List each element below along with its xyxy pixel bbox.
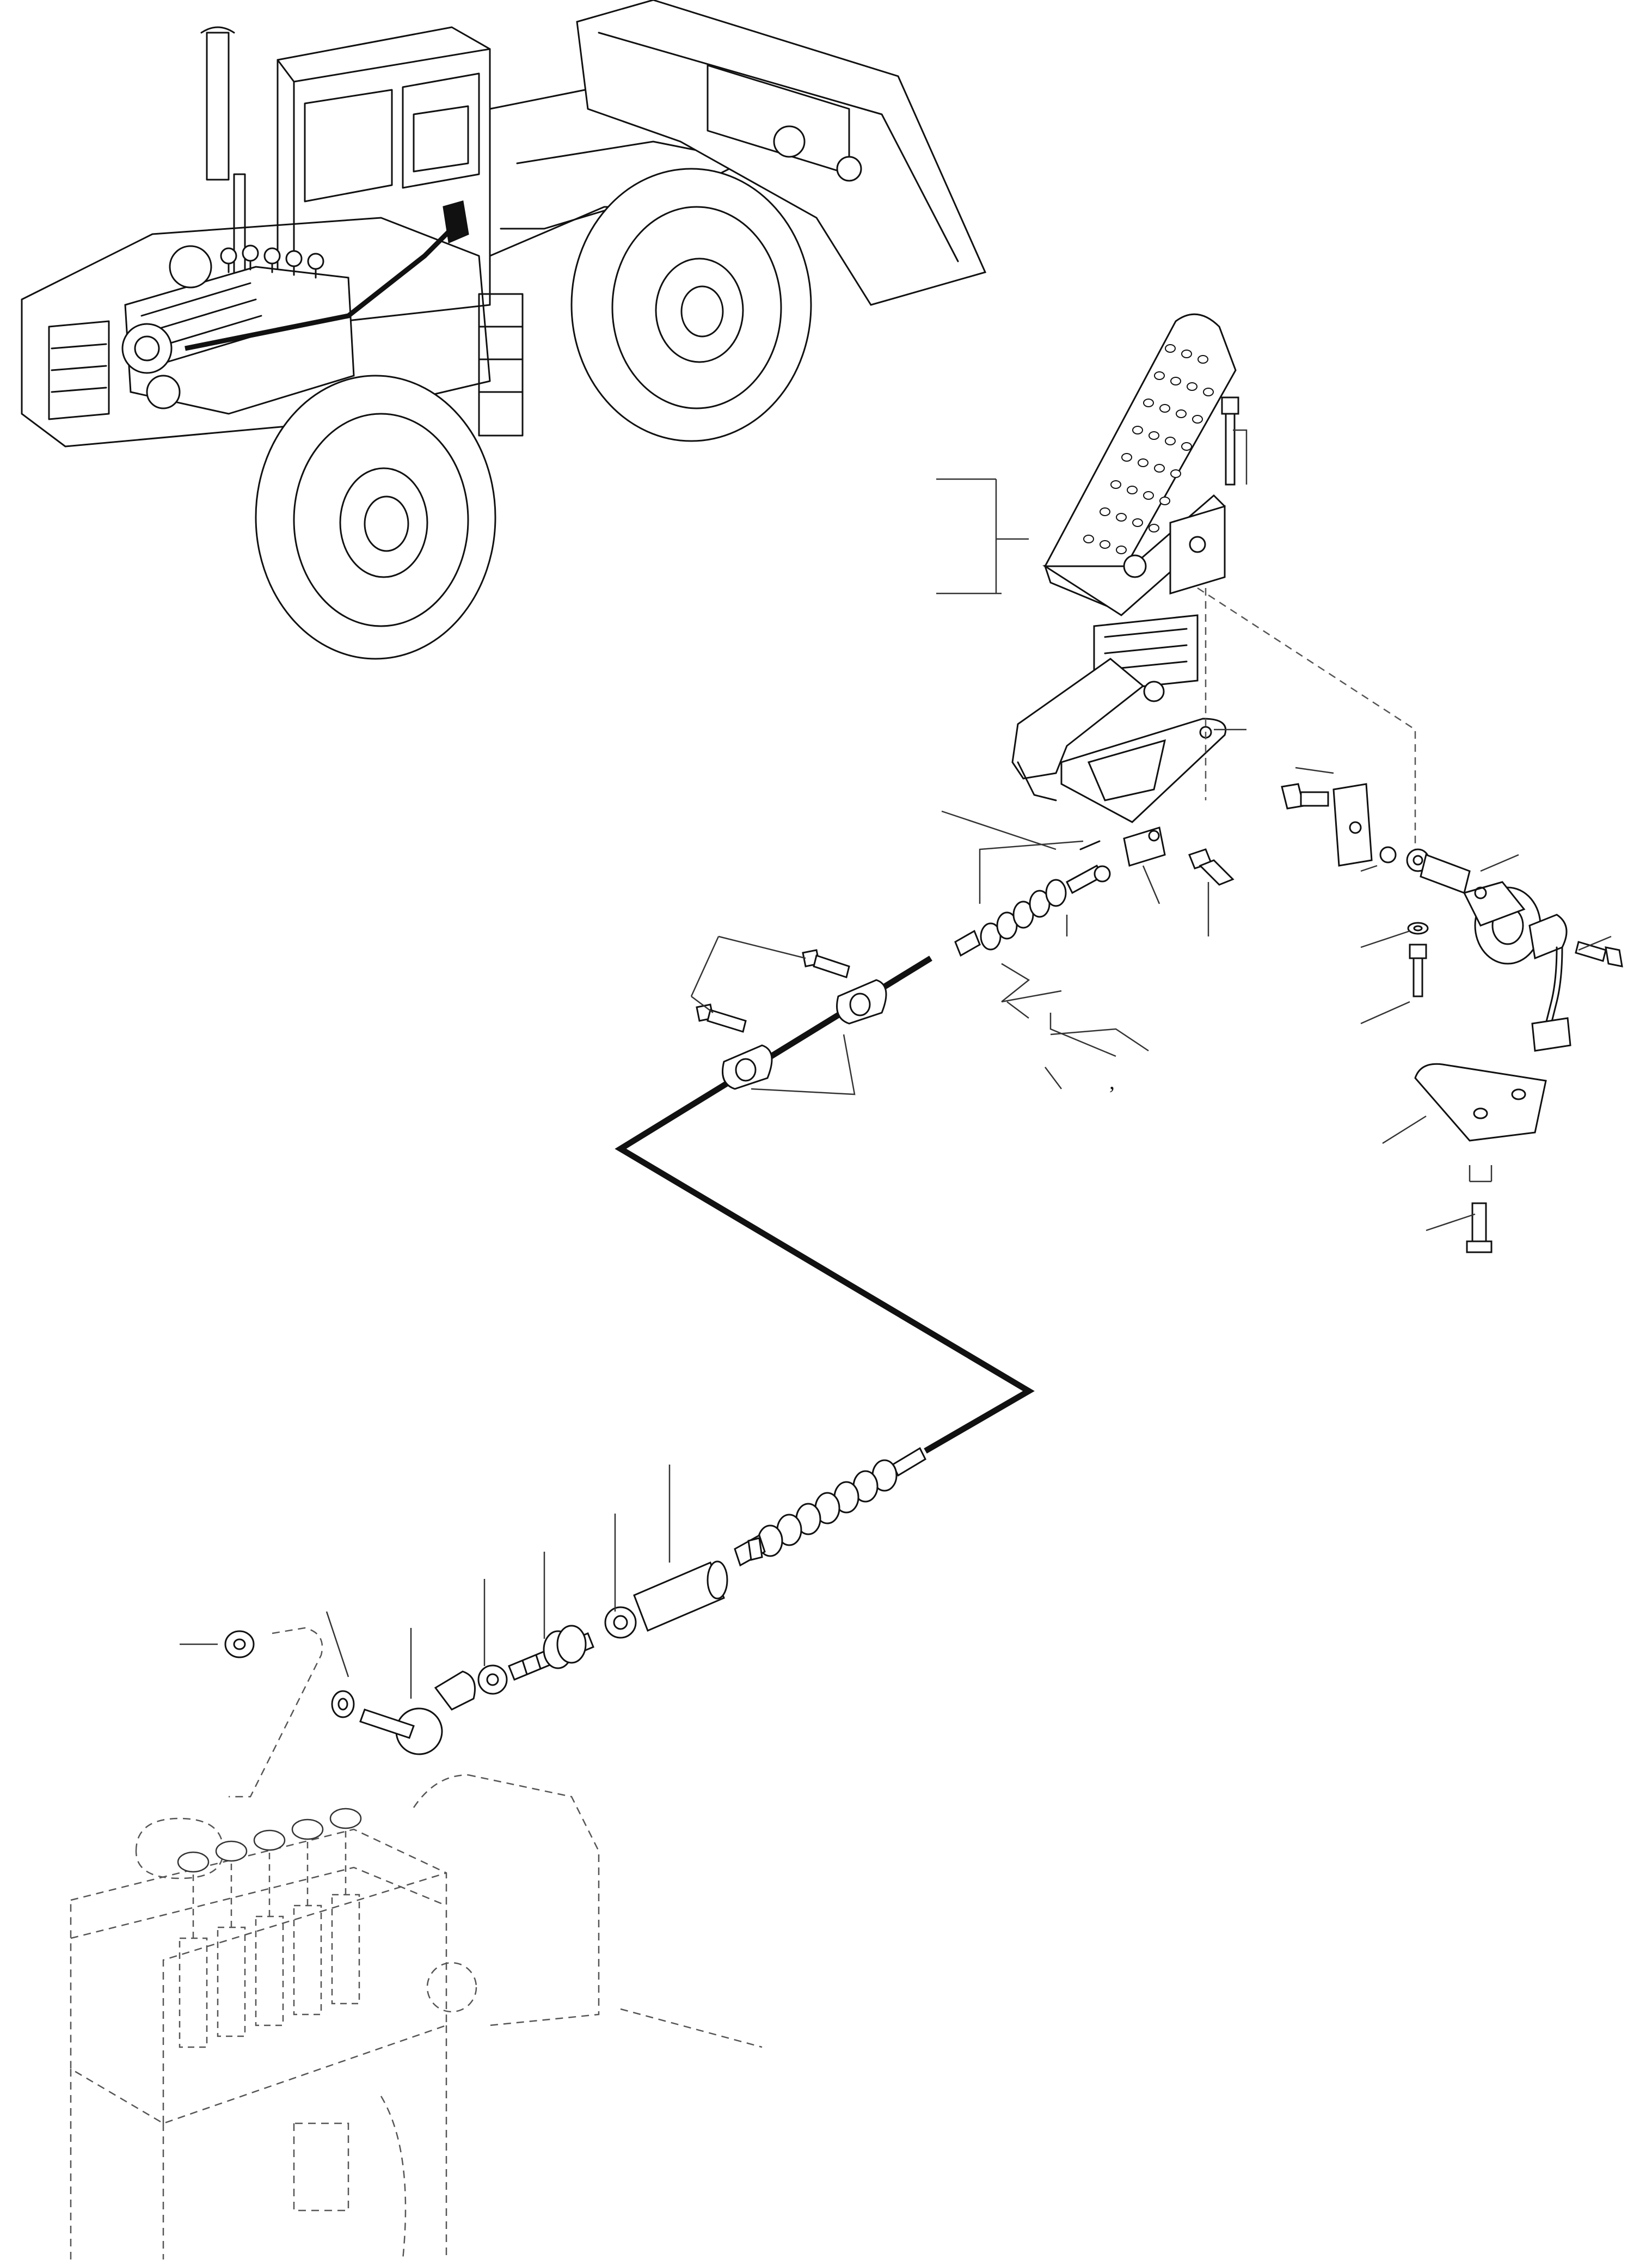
mounting-plate-icon xyxy=(1060,718,1226,823)
cable-clamp-icon xyxy=(722,1044,773,1090)
cable-clamp-icon xyxy=(836,979,887,1025)
solenoid-actuator-assembly xyxy=(1281,783,1623,1253)
linkage-parts xyxy=(224,1560,728,1755)
injection-pump-illustration xyxy=(70,1627,763,2260)
bolt-icon xyxy=(696,1003,747,1033)
bucket-icon xyxy=(576,0,987,306)
bolt-icon xyxy=(802,949,850,978)
rear-wheel-icon xyxy=(255,375,496,660)
bolt-icon xyxy=(1409,944,1427,997)
bolt-icon xyxy=(1221,396,1239,486)
bolt-icon xyxy=(1188,848,1235,886)
callout-mark: , xyxy=(1109,1069,1115,1094)
bolt-icon xyxy=(1281,783,1329,810)
bolt-icon xyxy=(1466,1202,1493,1253)
throttle-cable xyxy=(615,864,1111,1567)
callout-leaders xyxy=(180,429,1612,1699)
front-wheel-icon xyxy=(570,168,812,442)
wheel-loader-illustration xyxy=(21,0,987,660)
engine-icon xyxy=(121,244,355,415)
accelerator-pedal-assembly xyxy=(1011,313,1416,886)
ball-joint-icon xyxy=(359,1670,476,1755)
bolt-icon xyxy=(1575,941,1623,967)
bracket-plate-icon xyxy=(1414,1063,1547,1142)
solenoid-icon xyxy=(1463,881,1542,965)
